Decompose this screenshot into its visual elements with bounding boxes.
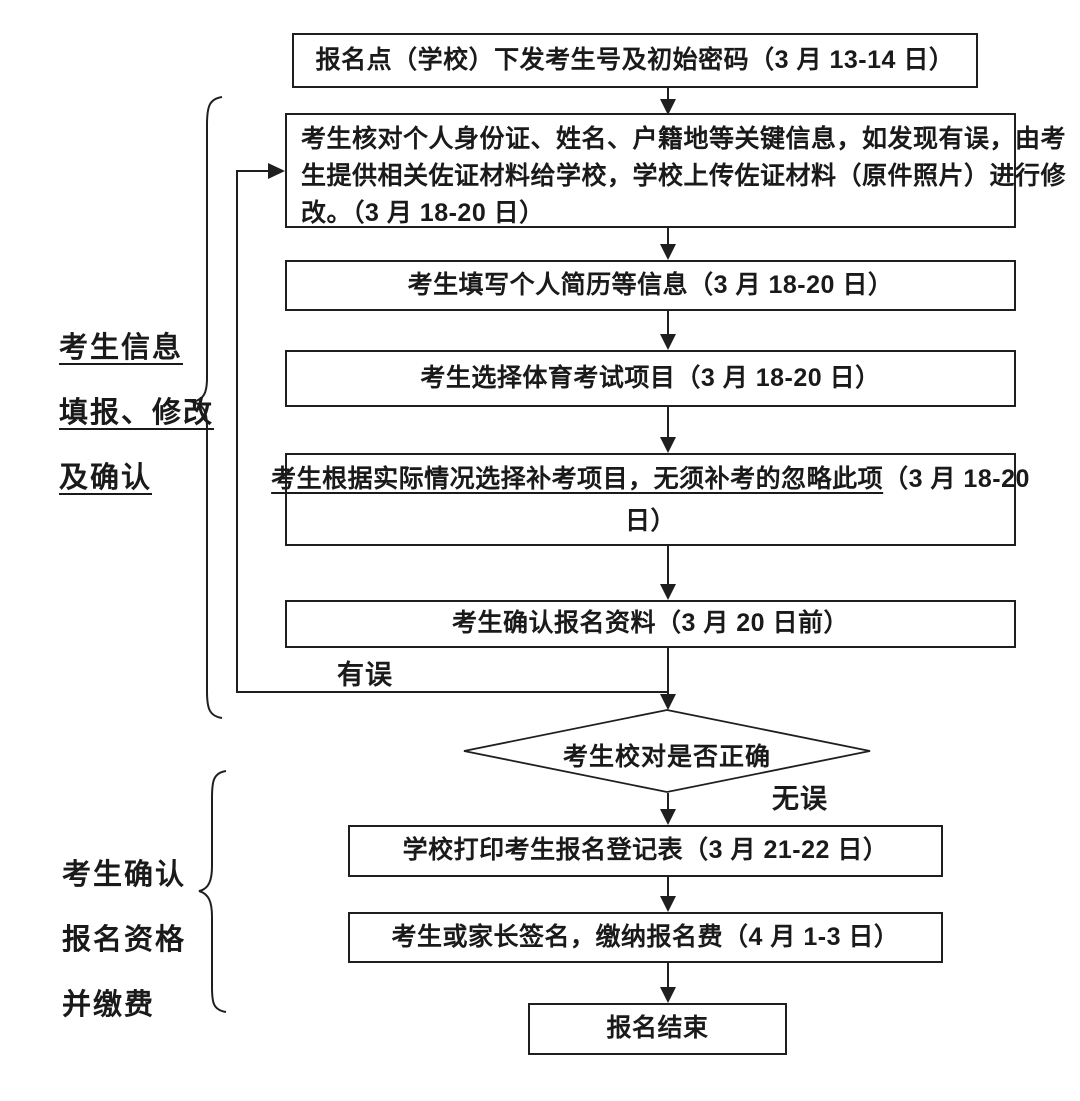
edge-label-ok: 无误 <box>772 784 828 814</box>
flow-box-select-sport-event: 考生选择体育考试项目（3 月 18-20 日） <box>285 350 1016 407</box>
flow-box-label: 报名点（学校）下发考生号及初始密码（3 月 13-14 日） <box>315 45 955 74</box>
flow-box-registration-end: 报名结束 <box>528 1003 787 1055</box>
side-label-line: 考生确认 <box>62 859 187 891</box>
flow-box-label: 考生或家长签名，缴纳报名费（4 月 1-3 日） <box>391 922 900 951</box>
decision-diamond <box>463 709 871 793</box>
edge-label-error: 有误 <box>337 660 393 690</box>
side-label-line: 并缴费 <box>62 989 156 1021</box>
flow-box-fill-profile: 考生填写个人简历等信息（3 月 18-20 日） <box>285 260 1016 311</box>
arrowheads <box>268 99 676 1003</box>
side-label-line: 考生信息 <box>59 332 184 364</box>
side-label-line: 及确认 <box>59 462 153 494</box>
flow-box-select-makeup-exam: 考生根据实际情况选择补考项目，无须补考的忽略此项（3 月 18-20 日） <box>271 453 1029 546</box>
curly-brace-bottom-icon <box>198 770 227 1013</box>
flow-box-label: 考生填写个人简历等信息（3 月 18-20 日） <box>407 270 894 299</box>
side-label-line: 报名资格 <box>62 924 187 956</box>
feedback-line-error <box>236 170 668 693</box>
side-label-info-fill-confirm: 考生信息 填报、修改 及确认 <box>59 324 214 519</box>
flow-box-label: 考生确认报名资料（3 月 20 日前） <box>451 609 850 638</box>
curly-brace-top-icon <box>189 96 223 719</box>
flow-box-label: 报名结束 <box>606 1014 709 1043</box>
flow-box-label-line: 改。（3 月 18-20 日） <box>301 199 545 227</box>
decision-label: 考生校对是否正确 <box>562 743 771 771</box>
flow-box-label: 学校打印考生报名登记表（3 月 21-22 日） <box>402 836 889 865</box>
flow-box-issue-credentials: 报名点（学校）下发考生号及初始密码（3 月 13-14 日） <box>292 33 978 88</box>
flow-box-confirm-data: 考生确认报名资料（3 月 20 日前） <box>285 600 1016 648</box>
side-label-confirm-and-pay: 考生确认 报名资格 并缴费 <box>62 851 186 1046</box>
flow-box-label: 考生选择体育考试项目（3 月 18-20 日） <box>420 363 881 392</box>
flow-box-print-form: 学校打印考生报名登记表（3 月 21-22 日） <box>348 825 943 877</box>
underlined-text: 考生根据实际情况选择补考项目，无须补考的忽略此项 <box>271 464 884 493</box>
side-label-line: 填报、修改 <box>59 397 215 429</box>
flow-box-label-line: 日） <box>624 506 676 535</box>
flow-box-sign-and-pay: 考生或家长签名，缴纳报名费（4 月 1-3 日） <box>348 912 943 963</box>
flow-box-label-line: 考生核对个人身份证、姓名、户籍地等关键信息，如发现有误，由考 <box>301 125 1067 153</box>
flow-box-label-line: 生提供相关佐证材料给学校，学校上传佐证材料（原件照片）进行修 <box>301 162 1067 190</box>
flow-box-label: （3 月 18-20 <box>883 464 1030 493</box>
flow-box-verify-info: 考生核对个人身份证、姓名、户籍地等关键信息，如发现有误，由考 生提供相关佐证材料… <box>285 113 1066 228</box>
flow-box-label-line: 考生根据实际情况选择补考项目，无须补考的忽略此项（3 月 18-20 <box>271 458 1030 500</box>
